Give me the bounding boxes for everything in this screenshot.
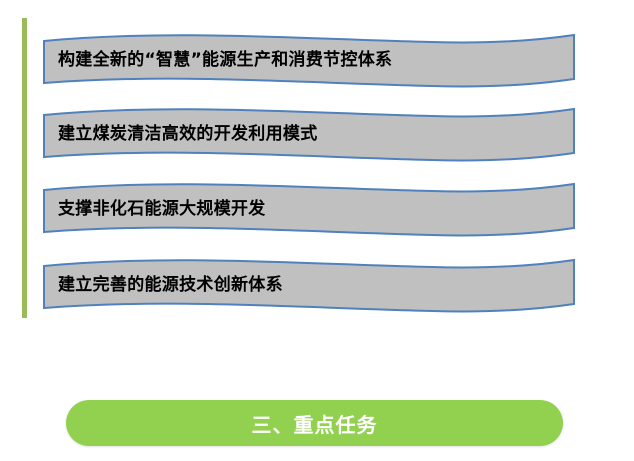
section-title-button[interactable]: 三、重点任务 [66, 400, 563, 446]
wave-banner-shape [43, 33, 575, 88]
banner-label: 支撑非化石能源大规模开发 [58, 199, 266, 219]
banner-item-4: 建立完善的能源技术创新体系 [42, 258, 576, 313]
banner-label: 建立完善的能源技术创新体系 [58, 275, 283, 295]
wave-banner-shape [43, 107, 575, 162]
banner-label: 构建全新的“智慧”能源生产和消费节控体系 [58, 50, 393, 70]
left-accent-bar [22, 18, 27, 318]
section-title-label: 三、重点任务 [251, 412, 378, 437]
banner-label: 建立煤炭清洁高效的开发利用模式 [58, 124, 318, 144]
wave-banner-shape [43, 258, 575, 313]
banner-item-3: 支撑非化石能源大规模开发 [42, 182, 576, 237]
wave-banner-shape [43, 182, 575, 237]
banner-item-1: 构建全新的“智慧”能源生产和消费节控体系 [42, 33, 576, 88]
banner-item-2: 建立煤炭清洁高效的开发利用模式 [42, 107, 576, 162]
